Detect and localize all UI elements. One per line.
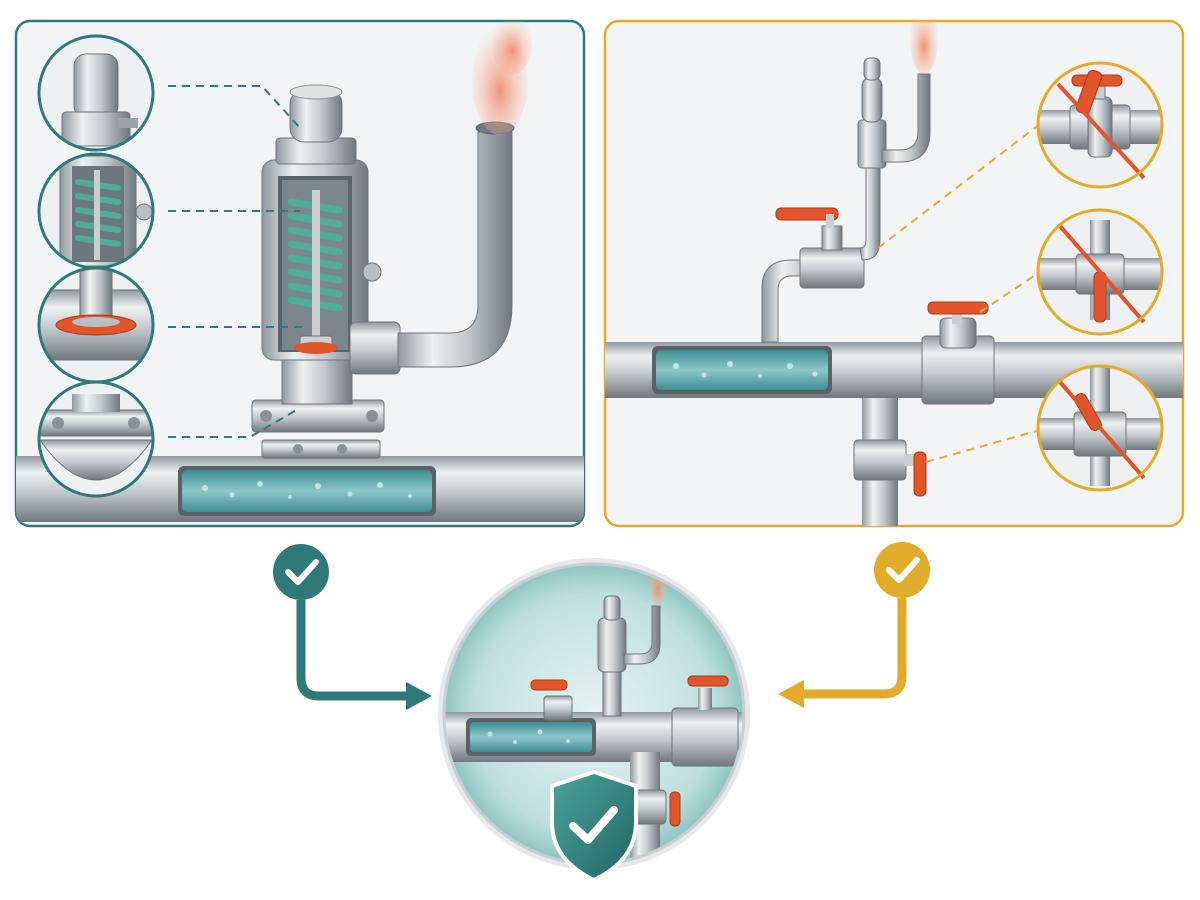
- fluid-window: [182, 470, 432, 512]
- blocked-valve-callout-1: [1036, 61, 1164, 189]
- blocked-valve-callout-2: [1036, 208, 1164, 336]
- fluid-window: [656, 350, 828, 390]
- zoom-callout-cap: [37, 34, 155, 152]
- valve-seat-seal: [294, 342, 338, 354]
- prohibited-icon: [1058, 380, 1146, 480]
- right-panel: [603, 19, 1185, 528]
- left-panel: [14, 19, 586, 528]
- callout-leaders: [877, 123, 1041, 463]
- zoom-callout-flange: [37, 380, 155, 498]
- safety-valve-body: [261, 84, 382, 405]
- zoom-callout-seat: [37, 266, 155, 384]
- check-icon-badge: [874, 542, 930, 598]
- arrow-connector: [800, 598, 907, 699]
- prohibited-icon: [1058, 224, 1146, 324]
- arrow-head-icon: [778, 680, 804, 708]
- check-icon: [886, 557, 920, 583]
- zoom-callout-spring: [37, 152, 155, 270]
- left-approval: [273, 544, 432, 710]
- right-approval: [778, 542, 930, 708]
- protected-system-result: [438, 558, 750, 883]
- prohibited-icon: [1056, 82, 1146, 180]
- check-icon-badge: [273, 544, 329, 600]
- arrow-head-icon: [406, 682, 432, 710]
- shield-check-icon: [550, 769, 638, 883]
- callout-leaders: [168, 85, 302, 438]
- valve-flange: [251, 399, 385, 459]
- blocked-valve-callout-3: [1036, 364, 1164, 492]
- steam-plume: [472, 21, 532, 135]
- check-icon: [285, 559, 319, 585]
- arrow-connector: [296, 600, 410, 701]
